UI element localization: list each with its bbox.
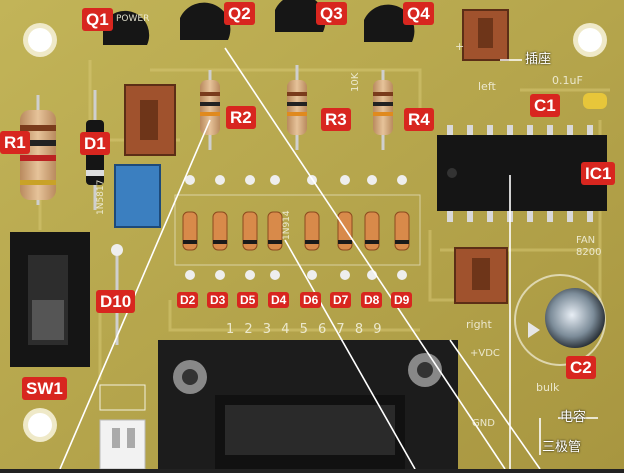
header-connectors (124, 9, 509, 304)
silk-pin-numbers: 1 2 3 4 5 6 7 8 9 (226, 322, 385, 337)
silk-left: left (478, 80, 496, 93)
label-r4: R4 (404, 108, 434, 131)
label-c2: C2 (566, 356, 596, 379)
resistors-top (200, 65, 393, 150)
label-r1: R1 (0, 131, 30, 154)
annotation-lines (59, 47, 598, 470)
label-d9: D9 (391, 292, 413, 308)
label-ic1: IC1 (581, 162, 616, 185)
db9-connector (158, 340, 458, 469)
power-connector (99, 384, 146, 470)
silk-bulk: bulk (536, 381, 560, 394)
silk-fan-num: 8200 (576, 247, 602, 258)
silk-power: POWER (116, 14, 150, 24)
label-sw1: SW1 (22, 377, 67, 400)
label-r3: R3 (321, 108, 351, 131)
label-q1: Q1 (82, 8, 113, 31)
label-d6: D6 (300, 292, 322, 308)
silk-right: right (466, 318, 492, 331)
silk-plus: + (455, 40, 465, 53)
label-d10: D10 (96, 290, 136, 313)
silk-vdc: +VDC (470, 348, 500, 359)
blue-potentiometer (114, 164, 161, 228)
capacitor-c2 (514, 274, 606, 366)
label-d8: D8 (361, 292, 383, 308)
label-q4: Q4 (403, 2, 434, 25)
mounting-holes (23, 23, 607, 442)
label-q3: Q3 (316, 2, 347, 25)
silk-gnd: GND (472, 418, 495, 429)
capacitor-c1 (583, 93, 607, 109)
label-c1: C1 (530, 94, 560, 117)
annotation-socket: 插座 (525, 52, 552, 67)
transistors (103, 0, 415, 46)
label-d3: D3 (207, 292, 229, 308)
label-d5: D5 (237, 292, 259, 308)
silk-fan: FAN (576, 235, 596, 246)
silk-1n5817: 1N5817 (96, 179, 106, 215)
switch-sw1 (10, 232, 90, 367)
label-d1: D1 (80, 132, 110, 155)
silk-1n914: 1N914 (282, 210, 292, 240)
label-r2: R2 (226, 106, 256, 129)
label-d2: D2 (177, 292, 199, 308)
annotation-transistor: 三极管 (542, 440, 582, 455)
label-d4: D4 (268, 292, 290, 308)
diode-array (174, 175, 421, 280)
label-d7: D7 (330, 292, 352, 308)
silk-cap-value: 0.1uF (552, 74, 583, 87)
annotation-capacitor: 电容 (560, 410, 587, 425)
silk-r3-value: 10K (350, 72, 361, 92)
label-q2: Q2 (224, 2, 255, 25)
